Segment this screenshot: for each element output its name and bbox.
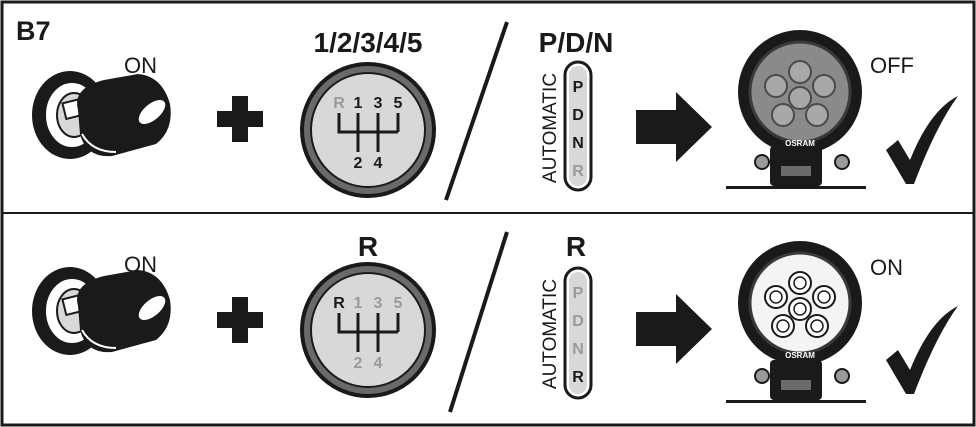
ignition-key-icon	[32, 71, 171, 159]
gear-label-2: 2	[354, 355, 363, 372]
gear-label-5: 5	[394, 95, 403, 112]
lamp-brand: OSRAM	[785, 139, 815, 148]
or-separator	[448, 231, 509, 413]
automatic-gear-selector: P D N R	[563, 60, 593, 192]
auto-gear-n: N	[572, 135, 584, 152]
gear-label-1: 1	[354, 95, 363, 112]
gear-label-5: 5	[394, 295, 403, 312]
manual-gear-knob: R 1 3 5 2 4	[300, 262, 436, 398]
auto-gear-n: N	[572, 341, 584, 358]
manual-gear-knob: R 1 3 5 2 4	[300, 62, 436, 198]
checkmark-icon	[886, 306, 958, 394]
gear-label-1: 1	[354, 295, 363, 312]
right-arrow-icon	[636, 294, 712, 364]
lamp-brand: OSRAM	[785, 351, 815, 360]
shift-pattern	[337, 113, 400, 152]
lamp-state-label: ON	[870, 255, 903, 280]
row-1: ON 1/2/3/4/5 R 1 3 5 2 4 P/D/N AUTOMATIC…	[32, 21, 958, 201]
ignition-state-label: ON	[124, 252, 157, 277]
work-lamp-icon: OSRAM	[726, 241, 866, 403]
shift-pattern	[337, 313, 400, 352]
manual-gear-title: R	[358, 231, 378, 262]
auto-gear-p: P	[573, 79, 584, 96]
work-lamp-icon: OSRAM	[726, 30, 866, 189]
auto-gear-d: D	[572, 107, 584, 124]
ignition-key-icon	[32, 267, 171, 355]
row-2: ON R R 1 3 5 2 4 R AUTOMATIC P D N R	[32, 231, 958, 413]
automatic-gear-title: P/D/N	[539, 27, 614, 58]
automatic-gear-title: R	[566, 231, 586, 262]
gear-label-4: 4	[374, 155, 383, 172]
automatic-label: AUTOMATIC	[540, 73, 561, 183]
gear-label-2: 2	[354, 155, 363, 172]
auto-gear-p: P	[573, 285, 584, 302]
or-separator	[444, 21, 509, 201]
manual-gear-title: 1/2/3/4/5	[314, 27, 423, 58]
automatic-gear-selector: P D N R	[563, 266, 593, 400]
gear-label-r: R	[333, 295, 345, 312]
right-arrow-icon	[636, 92, 712, 162]
gear-label-r: R	[333, 95, 345, 112]
gear-label-3: 3	[374, 295, 383, 312]
gear-label-3: 3	[374, 95, 383, 112]
checkmark-icon	[886, 96, 958, 184]
auto-gear-r: R	[572, 369, 584, 386]
ignition-state-label: ON	[124, 53, 157, 78]
lamp-state-label: OFF	[870, 53, 914, 78]
plus-icon	[217, 96, 263, 142]
gear-label-4: 4	[374, 355, 383, 372]
diagram-id-label: B7	[16, 16, 51, 46]
auto-gear-r: R	[572, 163, 584, 180]
plus-icon	[217, 297, 263, 343]
automatic-label: AUTOMATIC	[540, 279, 561, 389]
auto-gear-d: D	[572, 313, 584, 330]
